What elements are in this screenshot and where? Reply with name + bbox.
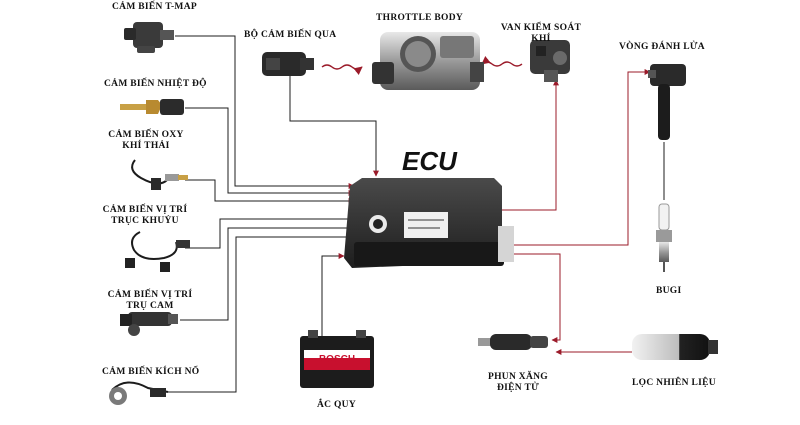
label-throttle-position-sensor: BỘ CẢM BIẾN QUA	[244, 30, 337, 40]
wire-idle-valve	[500, 79, 559, 211]
label-tmap-sensor: CẢM BIẾN T-MAP	[112, 2, 197, 12]
label-idle-valve-line1: VAN KIỂM SOÁT	[500, 23, 582, 33]
fuel-injector-icon	[478, 334, 548, 350]
label-throttle-body: THROTTLE BODY	[376, 13, 464, 23]
label-battery: ẮC QUY	[317, 400, 357, 410]
wire-knock	[168, 234, 355, 393]
idle-valve-icon	[530, 40, 570, 82]
wire-injector	[514, 253, 561, 343]
label-crankshaft-line1: CẢM BIẾN VỊ TRÍ	[102, 205, 188, 215]
wire-battery	[321, 253, 345, 348]
crankshaft-sensor-icon	[125, 231, 190, 272]
label-oxygen-line2: KHÍ THẢI	[122, 141, 170, 151]
ecu-title: ECU	[402, 146, 457, 176]
wire-crank	[185, 216, 355, 249]
label-oxygen-sensor: CẢM BIẾN OXY KHÍ THẢI	[108, 130, 183, 152]
label-crankshaft-sensor: CẢM BIẾN VỊ TRÍ TRỤC KHUỶU	[103, 205, 188, 227]
label-injector-line2: ĐIỆN TỬ	[497, 383, 539, 393]
wire-cam	[180, 225, 355, 321]
airflow-arrow-right	[481, 55, 523, 67]
camshaft-sensor-icon	[120, 312, 178, 336]
label-camshaft-sensor: CẢM BIẾN VỊ TRÍ TRỤ CAM	[108, 290, 193, 312]
label-camshaft-line1: CẢM BIẾN VỊ TRÍ	[107, 290, 193, 300]
label-fuel-filter: LỌC NHIÊN LIỆU	[632, 378, 716, 388]
label-injector-line1: PHUN XĂNG	[488, 372, 548, 382]
spark-plug-icon	[656, 203, 672, 272]
battery-brand-text: BOSCH	[319, 354, 355, 365]
sensor-wires	[168, 35, 379, 393]
oxygen-sensor-icon	[131, 159, 188, 190]
temperature-sensor-icon	[120, 99, 184, 115]
label-knock-sensor: CẢM BIẾN KÍCH NỔ	[102, 367, 200, 377]
ignition-coil-icon	[648, 64, 686, 140]
wire-temp	[185, 107, 355, 196]
label-temperature-sensor: CẢM BIẾN NHIỆT ĐỘ	[104, 79, 207, 89]
label-crankshaft-line2: TRỤC KHUỶU	[111, 216, 179, 226]
tmap-sensor-icon	[124, 22, 174, 53]
label-camshaft-line2: TRỤ CAM	[126, 301, 174, 311]
knock-sensor-icon	[109, 381, 169, 405]
airflow-arrows	[321, 55, 523, 76]
label-idle-valve: VAN KIỂM SOÁT KHÍ	[501, 23, 581, 45]
battery-icon: BOSCH	[300, 330, 374, 388]
wire-tps	[289, 76, 379, 177]
throttle-position-sensor-icon	[262, 52, 314, 76]
label-spark-plug: BUGI	[656, 286, 682, 296]
label-fuel-injector: PHUN XĂNG ĐIỆN TỬ	[488, 372, 548, 394]
wire-oxy	[185, 179, 355, 204]
label-oxygen-line1: CẢM BIẾN OXY	[108, 130, 184, 140]
label-ignition-coil: VÒNG ĐÁNH LỬA	[619, 42, 705, 52]
actuator-wires	[500, 69, 651, 355]
ecu-unit-icon	[344, 178, 514, 268]
label-idle-valve-line2: KHÍ	[531, 34, 551, 44]
wire-coil	[514, 69, 651, 246]
airflow-arrow-left	[321, 64, 363, 76]
wire-tmap	[175, 35, 355, 189]
throttle-body-icon	[372, 32, 484, 90]
fuel-filter-icon	[632, 334, 718, 360]
